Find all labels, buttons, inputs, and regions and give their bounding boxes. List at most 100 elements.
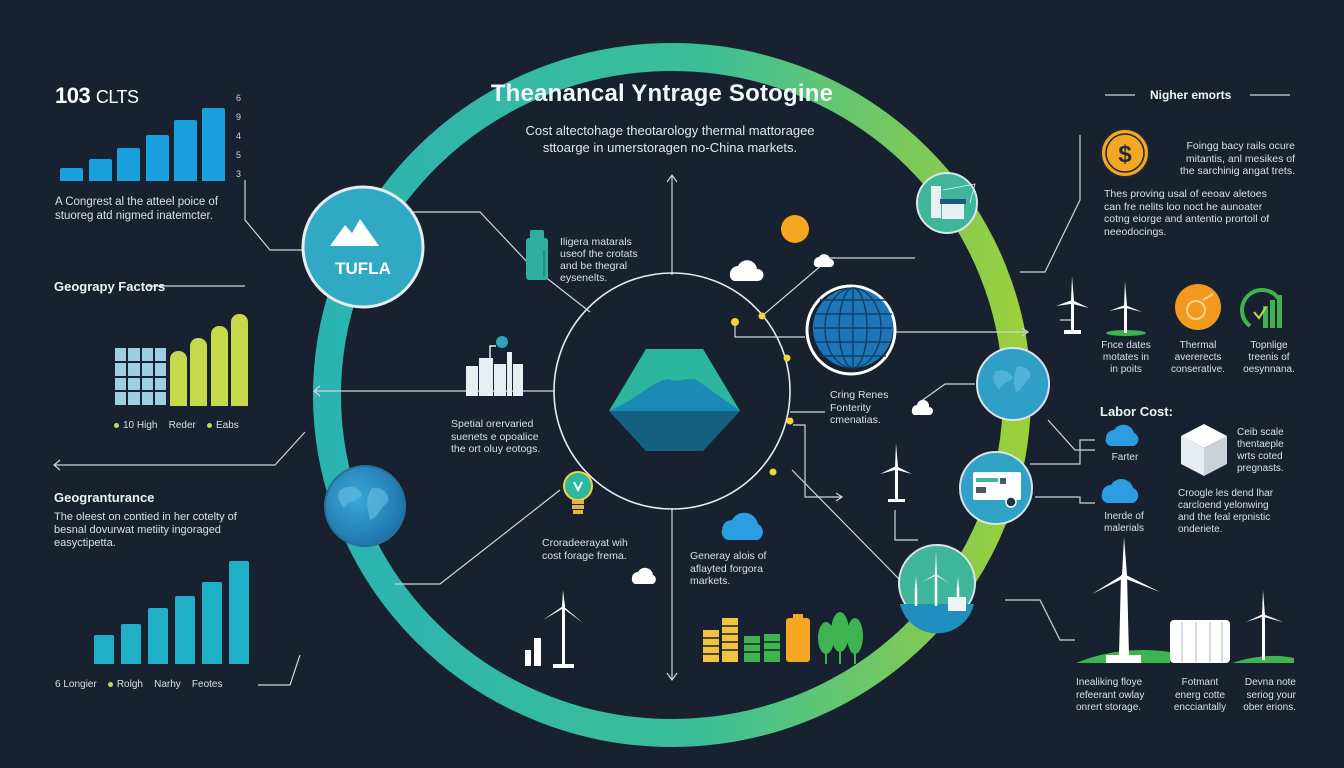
- text-line: the sarchinig angat trets.: [1180, 165, 1295, 177]
- text-line: Croradeerayat wih: [542, 537, 628, 549]
- text-line: can fre nelits loo noct he aunoater: [1104, 200, 1263, 213]
- text-line: oesynnana.: [1243, 364, 1295, 375]
- sun-icon: [781, 215, 809, 243]
- caption-line: A Congrest al the atteel poice of: [55, 196, 219, 208]
- text-line: motates in: [1102, 352, 1150, 363]
- bar: [202, 108, 225, 181]
- grid-block: [115, 348, 166, 405]
- bar: [190, 338, 207, 406]
- text-line: cmenatias.: [830, 414, 881, 426]
- text-line: Ceib scale: [1237, 427, 1284, 438]
- labor-paragraph: Croogle les dend lhar carcloend yelonwin…: [1178, 488, 1273, 536]
- subtitle-line-1: Cost altectohage theotarology thermal ma…: [525, 123, 815, 138]
- world-globe-left-icon: [324, 465, 406, 547]
- text-line: refeerant owlay: [1076, 689, 1145, 701]
- text-line: energ cotte: [1174, 689, 1226, 701]
- text-line: the ort oluy eotogs.: [451, 443, 541, 455]
- bar: [146, 135, 169, 181]
- bar: [174, 120, 197, 181]
- text-line: Foingg bacy rails ocure: [1186, 140, 1295, 152]
- chart-clts: [60, 108, 225, 181]
- axis-tick: 6: [236, 93, 242, 103]
- text-line: Topnlige: [1250, 340, 1288, 351]
- cube-icon: [1181, 424, 1227, 476]
- battery-icon: [786, 614, 810, 662]
- legend-item: 6 Longier: [55, 679, 97, 690]
- text-line: cost forage frema.: [542, 549, 627, 562]
- text-line: useof the crotats: [560, 248, 638, 260]
- cloud-icons: [631, 254, 933, 584]
- wind-turbine-row-icon-2: [1106, 281, 1146, 336]
- icon-caption-1: Fnce dates motates in in poits: [1095, 340, 1157, 376]
- tufla-badge: [301, 185, 425, 309]
- bar: [121, 624, 141, 664]
- chart-geography-factors: [115, 314, 248, 446]
- bar: [229, 561, 249, 664]
- labor-cost-heading: Labor Cost:: [1100, 404, 1173, 419]
- tufla-badge-label: TUFLA: [335, 259, 391, 278]
- cloud-label-materials: Inerde of malerials: [1094, 511, 1154, 535]
- text-line: carcloend yelonwing: [1178, 500, 1269, 511]
- text-line: markets.: [690, 575, 731, 587]
- bar: [117, 148, 140, 181]
- text-line: Inealiking floye: [1076, 677, 1143, 688]
- coin-stacks-icon: [703, 618, 780, 662]
- text-line: seriog your: [1246, 689, 1296, 701]
- geogranturance-heading: Geogranturance: [54, 490, 155, 505]
- text-line: Thermal: [1179, 340, 1217, 351]
- bar: [60, 168, 83, 181]
- legend-dot: [206, 422, 212, 428]
- bar: [231, 314, 248, 406]
- legend-item: 10 High: [123, 420, 158, 431]
- text-line: Spetial orervaried: [451, 418, 534, 430]
- bar: [170, 351, 187, 406]
- axis-tick: 9: [236, 112, 242, 122]
- page-title: Theanancal Yntrage Sotogine: [490, 80, 834, 107]
- text-line: encciantally: [1173, 702, 1227, 713]
- bottom-caption-3: Devna note seriog your ober erions.: [1232, 677, 1296, 715]
- geogranturance-caption: The oleest on contied in her cotelty of …: [54, 511, 237, 550]
- wind-turbine-row-icon-1: [1056, 276, 1089, 334]
- house-plan-badge-icon: [916, 172, 978, 234]
- chart-clts-caption: A Congrest al the atteel poice of stuore…: [55, 195, 218, 223]
- text-line: Cring Renes: [830, 389, 889, 401]
- growth-chart-icon: [1240, 288, 1282, 328]
- geography-factors-legend: 10 High Reder Eabs: [114, 420, 239, 431]
- bar: [202, 582, 222, 664]
- text-line: aflayted forgora: [690, 562, 763, 575]
- text-line: Inerde of: [1104, 511, 1144, 522]
- text-line: Generay alois of: [690, 550, 767, 562]
- lightbulb-icon: [563, 471, 593, 514]
- axis-tick: 3: [236, 169, 242, 179]
- text-line: pregnasts.: [1237, 463, 1284, 474]
- cloud-label-farter: Farter: [1111, 452, 1139, 463]
- text-line: Iligera matarals: [560, 236, 632, 248]
- crorage-text: Croradeerayat wih cost forage frema.: [542, 537, 628, 562]
- dollar-coin-icon: $: [1100, 128, 1150, 178]
- coin-text: Foingg bacy rails ocure mitantis, anl me…: [1150, 140, 1295, 178]
- special-text: Spetial orervaried suenets e opoalice th…: [451, 418, 540, 456]
- bottom-caption-2: Fotmant energ cotte encciantally: [1166, 677, 1234, 715]
- caption-line: stuoreg atd nigmed inatemcter.: [55, 210, 213, 222]
- stat-value: 103: [55, 83, 91, 108]
- wind-farm-badge-icon: [898, 544, 976, 634]
- text-line: wrts coted: [1237, 451, 1283, 462]
- svg-text:$: $: [1118, 141, 1132, 168]
- text-line: Fnce dates: [1101, 340, 1151, 351]
- trees-icon: [818, 612, 863, 664]
- wind-turbine-small-icon: [525, 590, 583, 668]
- bar: [89, 159, 112, 181]
- text-line: suenets e opoalice: [451, 430, 539, 443]
- globe-grid-icon: [805, 284, 897, 376]
- thermal-badge-icon: [1175, 284, 1221, 330]
- text-line: malerials: [1103, 523, 1144, 534]
- text-line: in poits: [1110, 364, 1142, 375]
- text-line: eysenelts.: [560, 272, 608, 284]
- text-line: and be thegral: [560, 260, 628, 272]
- chart-geogranturance: [94, 561, 249, 664]
- subtitle-line-2: sttoarge in umerstoragen no-China market…: [542, 140, 798, 155]
- wind-turbine-mid-icon: [880, 443, 912, 502]
- text-line: mitantis, anl mesikes of: [1185, 152, 1295, 165]
- wind-energy-scene-icon: [1076, 537, 1294, 663]
